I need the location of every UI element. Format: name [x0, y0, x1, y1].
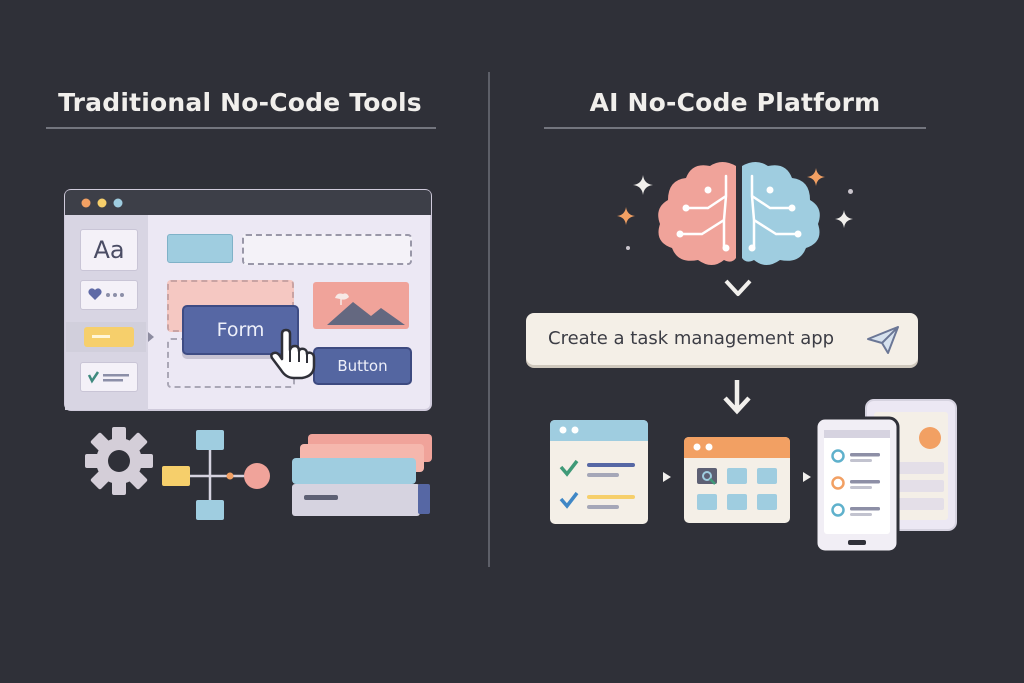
chevron-down-icon — [722, 276, 754, 300]
palette-button-glyph — [84, 327, 154, 347]
check-icon — [87, 371, 129, 384]
palette-like-item[interactable] — [80, 280, 138, 310]
palette-checkbox-item[interactable] — [80, 362, 138, 392]
sparkle-icon — [616, 206, 636, 226]
form-component[interactable]: Form — [182, 305, 299, 355]
left-title-rule — [46, 127, 436, 129]
sparkle-icon — [806, 167, 826, 187]
arrow-right-icon — [802, 468, 812, 482]
gear-icon — [83, 425, 155, 497]
arrow-down-icon — [720, 378, 754, 416]
mobile-app-icon — [814, 398, 960, 556]
send-icon[interactable] — [866, 325, 900, 355]
sparkle-icon — [834, 209, 854, 229]
center-divider — [488, 72, 490, 567]
canvas-header-block[interactable] — [167, 234, 233, 263]
pointer-hand-icon — [268, 328, 320, 380]
checklist-icon — [549, 419, 649, 525]
left-title: Traditional No-Code Tools — [58, 88, 422, 117]
prompt-input[interactable]: Create a task management app — [526, 313, 918, 365]
heart-icon — [88, 288, 124, 300]
decor-dot — [848, 189, 853, 194]
prompt-text: Create a task management app — [548, 328, 835, 349]
palette-text-item[interactable]: Aa — [80, 229, 138, 271]
palette-button-item[interactable] — [66, 322, 154, 352]
canvas-input-placeholder[interactable] — [242, 234, 412, 265]
image-icon — [313, 282, 409, 329]
canvas-image-block[interactable] — [313, 282, 409, 329]
stacked-layers-icon — [288, 432, 434, 520]
right-title-rule — [544, 127, 926, 129]
right-title: AI No-Code Platform — [589, 88, 881, 117]
brain-icon — [648, 160, 830, 272]
flowchart-icon — [160, 428, 272, 522]
sparkle-icon — [632, 174, 654, 196]
dashboard-icon — [683, 436, 791, 524]
decor-dot — [626, 246, 630, 250]
palette-text-label: Aa — [93, 236, 125, 264]
arrow-right-icon — [662, 468, 672, 482]
button-component[interactable]: Button — [313, 347, 412, 385]
